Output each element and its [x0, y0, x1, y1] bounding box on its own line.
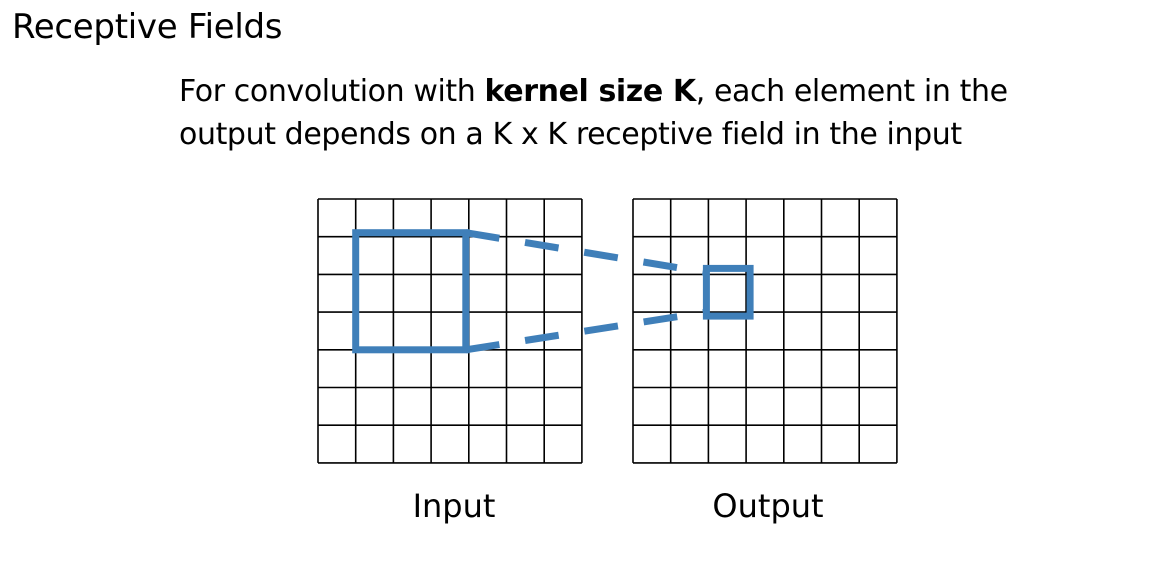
output-label: Output [712, 487, 824, 525]
description-text: For convolution with kernel size K, each… [179, 70, 1008, 156]
output-cell-box [702, 264, 754, 320]
input-label: Input [412, 487, 496, 525]
description-line-1: For convolution with kernel size K, each… [179, 70, 1008, 113]
output-grid [632, 198, 898, 464]
description-line-1-end: , each element in the [695, 74, 1008, 109]
connector-lines [465, 229, 707, 354]
description-emphasis: kernel size K [484, 74, 697, 109]
connector-line-bottom [465, 308, 707, 354]
description-line-2: output depends on a K x K receptive fiel… [179, 117, 962, 152]
connector-line-top [465, 229, 707, 276]
description-line-1-start: For convolution with [179, 74, 485, 109]
slide-title: Receptive Fields [12, 7, 283, 47]
receptive-field-box [352, 229, 470, 354]
